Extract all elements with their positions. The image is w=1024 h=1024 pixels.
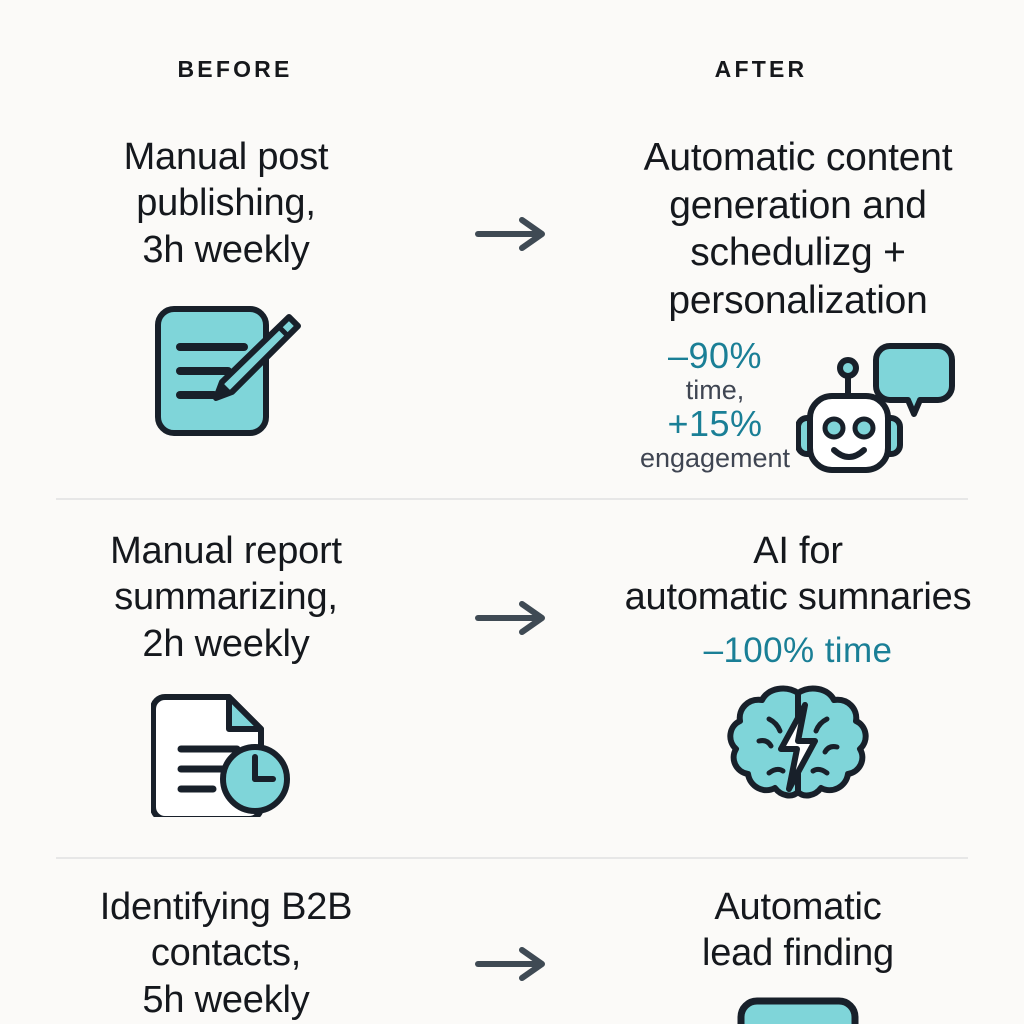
- stat-1-unit: time,: [685, 375, 745, 406]
- row-1-after-line-1: Automatic content: [643, 136, 953, 179]
- row-2-arrow-cell: [452, 528, 572, 641]
- row-1-after-label: Automatic content generation and schedul…: [644, 134, 953, 324]
- row-3-after-cell: Automatic lead finding: [572, 884, 1024, 1024]
- stat-1-value: –90%: [667, 335, 763, 377]
- row-2-stat-unit: time: [824, 630, 893, 670]
- row-1-before-line-3: 3h weekly: [142, 228, 310, 271]
- row-1-before-cell: Manual post publishing, 3h weekly: [0, 134, 452, 443]
- arrow-right-icon: [475, 601, 545, 635]
- arrow-right-icon: [475, 217, 545, 251]
- row-2-before-icon-slot: [151, 687, 301, 818]
- row-2-arrow: [474, 600, 550, 641]
- comparison-row-3: Identifying B2B contacts, 5h weekly Auto…: [0, 884, 1024, 1024]
- row-1-after-line-4: personalization: [668, 278, 928, 322]
- row-3-before-line-3: 5h weekly: [142, 978, 310, 1021]
- arrow-right-icon: [475, 947, 545, 981]
- row-2-after-label: AI for automatic sumnaries: [625, 528, 972, 621]
- row-divider-2: [56, 857, 968, 859]
- stat-2-value: +15%: [667, 403, 763, 445]
- row-2-after-line-1: AI for: [753, 530, 843, 572]
- robot-chat-icon: [796, 343, 956, 474]
- document-clock-icon: [151, 694, 290, 818]
- row-2-before-line-3: 2h weekly: [142, 622, 310, 665]
- comparison-row-1: Manual post publishing, 3h weekly: [0, 134, 1024, 484]
- row-1-after-line-2: generation and: [669, 183, 927, 227]
- document-pencil-icon: [155, 306, 301, 437]
- row-3-before-cell: Identifying B2B contacts, 5h weekly: [0, 884, 452, 1023]
- brain-lightning-icon: [727, 685, 869, 799]
- row-1-before-line-2: publishing,: [136, 182, 316, 225]
- row-1-arrow: [474, 216, 550, 257]
- row-3-arrow: [474, 946, 550, 987]
- row-3-after-label: Automatic lead finding: [702, 884, 894, 977]
- row-2-before-line-1: Manual report: [110, 530, 342, 572]
- row-2-after-cell: AI for automatic sumnaries –100% time: [572, 528, 1024, 817]
- row-1-stats-text: –90% time, +15% engagement: [639, 335, 791, 474]
- row-3-before-line-2: contacts,: [150, 932, 302, 975]
- stat-2-unit: engagement: [639, 443, 791, 474]
- row-2-after-line-2: automatic sumnaries: [624, 576, 972, 619]
- row-3-arrow-cell: [452, 884, 572, 987]
- row-1-before-line-1: Manual post: [123, 136, 329, 178]
- row-3-after-line-1: Automatic: [714, 886, 882, 928]
- row-3-after-icon-slot: [733, 995, 863, 1024]
- teal-card-icon: [737, 997, 859, 1024]
- column-header-before: BEFORE: [177, 56, 293, 82]
- row-2-stat-inline: –100% time: [704, 631, 893, 671]
- row-2-before-label: Manual report summarizing, 2h weekly: [110, 528, 342, 667]
- row-1-stats-block: –90% time, +15% engagement: [640, 332, 956, 478]
- row-3-before-label: Identifying B2B contacts, 5h weekly: [100, 884, 353, 1023]
- row-1-before-label: Manual post publishing, 3h weekly: [124, 134, 329, 273]
- row-1-after-line-3: schedulizg +: [690, 231, 906, 275]
- comparison-row-2: Manual report summarizing, 2h weekly: [0, 528, 1024, 846]
- row-1-arrow-cell: [452, 134, 572, 257]
- row-1-before-icon-slot: [146, 295, 306, 443]
- row-3-after-line-2: lead finding: [702, 932, 894, 975]
- row-2-before-line-2: summarizing,: [114, 576, 338, 619]
- row-divider-1: [56, 498, 968, 500]
- row-2-before-cell: Manual report summarizing, 2h weekly: [0, 528, 452, 818]
- column-header-after: AFTER: [714, 56, 808, 82]
- row-3-before-line-1: Identifying B2B: [99, 886, 353, 928]
- row-2-stat-value: –100%: [703, 630, 815, 670]
- row-1-after-cell: Automatic content generation and schedul…: [572, 134, 1024, 478]
- row-2-after-icon-slot: [723, 681, 873, 817]
